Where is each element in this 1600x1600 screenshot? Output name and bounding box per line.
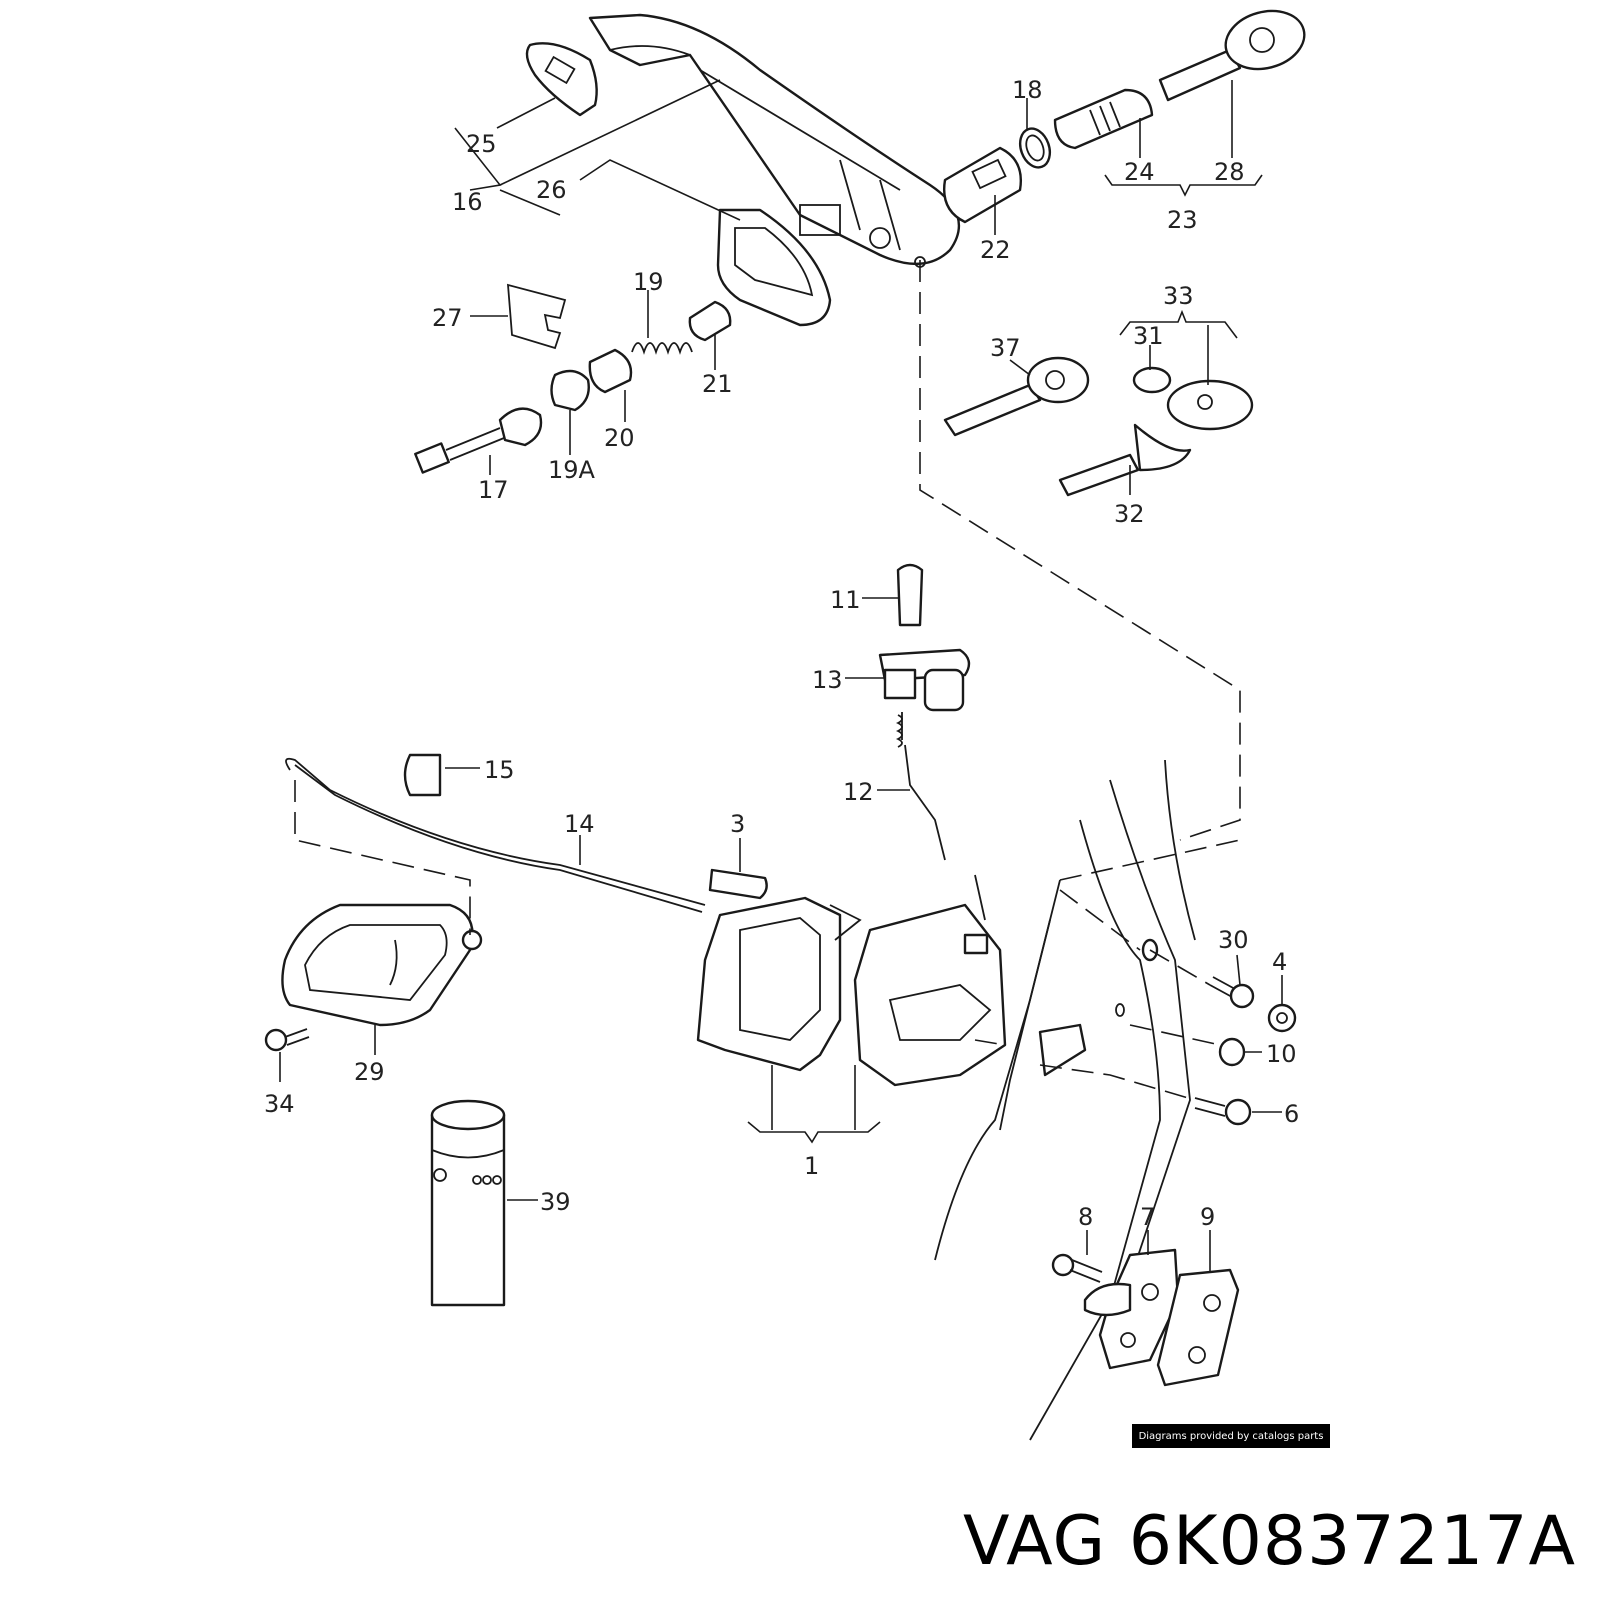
screw bbox=[264, 1028, 310, 1052]
door-lock-mechanism bbox=[696, 874, 1007, 1087]
lock-rod bbox=[895, 712, 946, 861]
label-1: 1 bbox=[804, 1152, 819, 1180]
label-14: 14 bbox=[564, 810, 595, 838]
key-cap bbox=[1132, 366, 1172, 394]
credit-badge: Diagrams provided by catalogs parts bbox=[1132, 1424, 1330, 1448]
label-17: 17 bbox=[478, 476, 509, 504]
label-19: 19 bbox=[633, 268, 664, 296]
label-12: 12 bbox=[843, 778, 874, 806]
cylinder-sleeve bbox=[688, 300, 732, 342]
label-30: 30 bbox=[1218, 926, 1249, 954]
key-head bbox=[1166, 379, 1254, 431]
key-blank bbox=[943, 356, 1090, 437]
label-22: 22 bbox=[980, 236, 1011, 264]
bushing bbox=[1218, 1037, 1246, 1067]
label-34: 34 bbox=[264, 1090, 295, 1118]
label-7: 7 bbox=[1140, 1203, 1155, 1231]
label-8: 8 bbox=[1078, 1203, 1093, 1231]
handle-cap bbox=[525, 42, 598, 117]
striker-plate bbox=[1156, 1268, 1240, 1387]
release-cable bbox=[285, 757, 706, 913]
bolt bbox=[1194, 1097, 1252, 1126]
handle-gasket bbox=[716, 208, 832, 327]
lock-cylinder bbox=[1053, 88, 1154, 150]
label-33: 33 bbox=[1163, 282, 1194, 310]
assembly-lines bbox=[294, 260, 1241, 1101]
knob-bezel bbox=[878, 648, 971, 712]
label-10: 10 bbox=[1266, 1040, 1297, 1068]
lock-knob bbox=[896, 563, 924, 627]
key bbox=[1158, 9, 1306, 102]
cable-clip bbox=[403, 753, 442, 797]
label-26: 26 bbox=[536, 176, 567, 204]
o-ring bbox=[1018, 127, 1052, 169]
label-13: 13 bbox=[812, 666, 843, 694]
connector bbox=[708, 868, 768, 900]
screw-30 bbox=[1209, 976, 1255, 1009]
inner-handle bbox=[281, 903, 483, 1027]
label-20: 20 bbox=[604, 424, 635, 452]
key-folding bbox=[1058, 423, 1192, 497]
leader-lines bbox=[279, 79, 1283, 1272]
striker-screw bbox=[1051, 1253, 1103, 1283]
label-15: 15 bbox=[484, 756, 515, 784]
lock-pin bbox=[414, 407, 543, 474]
cam-ring bbox=[588, 348, 633, 394]
part-number-title: VAG 6K0837217A bbox=[962, 1502, 1576, 1581]
label-18: 18 bbox=[1012, 76, 1043, 104]
lock-lever bbox=[550, 369, 590, 412]
label-3: 3 bbox=[730, 810, 745, 838]
label-11: 11 bbox=[830, 586, 861, 614]
label-39: 39 bbox=[540, 1188, 571, 1216]
label-27: 27 bbox=[432, 304, 463, 332]
door-frame bbox=[934, 759, 1196, 1441]
label-32: 32 bbox=[1114, 500, 1145, 528]
striker bbox=[1083, 1248, 1180, 1370]
spring bbox=[631, 342, 693, 355]
label-16: 16 bbox=[452, 188, 483, 216]
label-21: 21 bbox=[702, 370, 733, 398]
label-29: 29 bbox=[354, 1058, 385, 1086]
label-4: 4 bbox=[1272, 948, 1287, 976]
label-31: 31 bbox=[1133, 322, 1164, 350]
grease-can bbox=[430, 1099, 506, 1307]
callout-labels: 25 16 26 27 19 21 20 19A 17 18 22 24 28 … bbox=[264, 76, 1299, 1231]
label-19a: 19A bbox=[548, 456, 596, 484]
nut bbox=[1267, 1003, 1297, 1033]
label-23: 23 bbox=[1167, 206, 1198, 234]
retaining-clip bbox=[507, 283, 567, 350]
label-37: 37 bbox=[990, 334, 1021, 362]
label-9: 9 bbox=[1200, 1203, 1215, 1231]
label-28: 28 bbox=[1214, 158, 1245, 186]
cylinder-housing bbox=[943, 146, 1022, 224]
label-6: 6 bbox=[1284, 1100, 1299, 1128]
label-25: 25 bbox=[466, 130, 497, 158]
label-24: 24 bbox=[1124, 158, 1155, 186]
